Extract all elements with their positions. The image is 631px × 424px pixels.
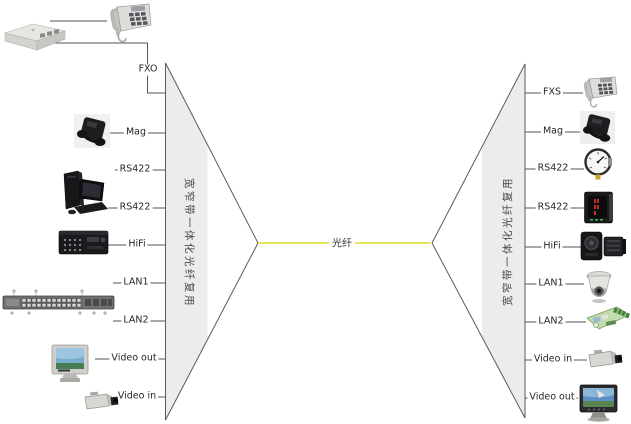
- panel-meter-icon: [583, 189, 615, 227]
- port-label-videoin-right: Video in: [531, 353, 575, 366]
- port-label-rs422b-right: RS422: [535, 201, 571, 214]
- ethernet-switch-icon: [2, 287, 116, 317]
- hifi-amplifier-icon: [57, 227, 111, 259]
- box-camera-icon: [82, 389, 120, 413]
- field-telephone-right-icon: [579, 109, 616, 146]
- crt-monitor-icon: [50, 344, 90, 386]
- pbx-icon: [3, 20, 67, 54]
- port-label-fxo: FXO: [136, 63, 160, 76]
- dome-camera-icon: [584, 268, 614, 305]
- port-label-videoout-left: Video out: [109, 352, 159, 365]
- port-label-lan2-left: LAN2: [121, 314, 151, 327]
- port-label-videoin-left: Video in: [115, 390, 159, 403]
- port-label-lan1-right: LAN1: [536, 277, 566, 290]
- box-camera-right-icon: [586, 346, 624, 371]
- right-mux-label: 宽窄带一体化光纤复用: [502, 176, 514, 306]
- port-label-rs422a-right: RS422: [535, 162, 571, 175]
- port-label-lan1-left: LAN1: [121, 276, 151, 289]
- port-label-mag-right: Mag: [540, 125, 566, 138]
- left-mux-label: 宽窄带一体化光纤复用: [183, 178, 195, 308]
- port-label-mag-left: Mag: [123, 126, 149, 139]
- terminal-board-icon: [584, 304, 631, 336]
- desktop-computer-icon: [60, 167, 108, 217]
- desk-telephone-fxs-icon: [581, 74, 619, 110]
- fiber-label: 光纤: [329, 234, 355, 250]
- left-mux-shape: [165, 62, 259, 421]
- field-telephone-icon: [73, 112, 111, 150]
- port-label-videoout-right: Video out: [527, 391, 577, 404]
- port-label-lan2-right: LAN2: [536, 315, 566, 328]
- port-label-rs422a-left: RS422: [117, 163, 153, 176]
- pressure-gauge-icon: [583, 148, 614, 181]
- port-label-hifi-left: HiFi: [126, 238, 148, 251]
- speaker-amplifier-icon: [579, 229, 627, 264]
- desk-telephone-icon: [105, 1, 153, 45]
- port-label-hifi-right: HiFi: [541, 240, 563, 253]
- lcd-monitor-icon: [577, 384, 620, 423]
- port-label-fxs: FXS: [540, 86, 564, 99]
- port-label-rs422b-left: RS422: [117, 201, 153, 214]
